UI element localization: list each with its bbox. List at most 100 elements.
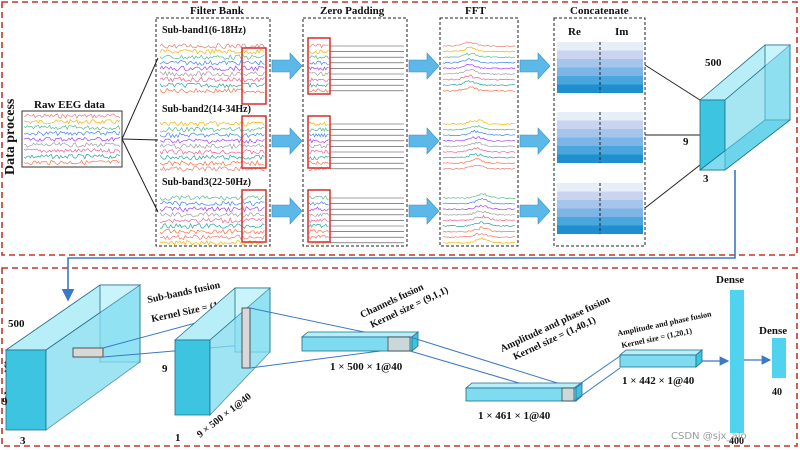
subband-trace — [159, 87, 265, 94]
zero-pad-trace — [308, 160, 329, 165]
zero-pad-trace — [308, 218, 329, 224]
zero-pad-trace — [308, 82, 329, 88]
zp3-highlight-box — [307, 189, 331, 243]
cls-input-dim-500: 500 — [8, 318, 25, 330]
zero-padding-traces — [308, 43, 329, 245]
fft-trace — [442, 141, 516, 148]
data-process-frame — [1, 1, 798, 256]
fm1-side — [209, 287, 271, 416]
zero-pad-trace — [308, 132, 329, 138]
subband-trace — [159, 217, 265, 224]
fft-trace — [442, 147, 516, 153]
zero-pad-trace — [308, 223, 329, 229]
arrow-fft-cat-3 — [519, 197, 551, 225]
fft-trace — [442, 41, 516, 47]
subband-trace — [159, 132, 265, 139]
fm1-front — [174, 339, 211, 416]
process-to-classifier-connector — [61, 170, 736, 302]
subband-trace — [159, 234, 265, 241]
subband-trace — [159, 65, 265, 72]
fm1-dim-9: 9 — [162, 363, 168, 375]
bar4-top — [618, 349, 704, 356]
zp1-highlight-box — [307, 37, 331, 95]
im-label: Im — [615, 26, 628, 38]
fft-traces — [442, 41, 516, 244]
subband-trace — [159, 138, 265, 144]
zp2-highlight-box — [307, 115, 331, 169]
fft-trace — [442, 158, 516, 165]
concat-stripe — [557, 146, 643, 155]
zero-pad-trace — [308, 234, 329, 240]
fft-trace — [442, 210, 516, 216]
arrow-zp-fft-1 — [408, 52, 440, 80]
subband-trace — [159, 126, 265, 133]
data-process-label: Data process — [3, 98, 18, 175]
zero-padding-frame — [302, 17, 408, 247]
raw-trace — [23, 148, 121, 154]
fft-trace — [442, 124, 516, 131]
raw-trace — [23, 124, 121, 131]
subband-trace — [159, 200, 265, 207]
tensor-dim-500: 500 — [705, 57, 722, 69]
shape3-label: 1 × 461 × 1@40 — [478, 410, 551, 422]
zero-pad-trace — [308, 206, 329, 212]
zero-padding-title: Zero Padding — [320, 5, 385, 17]
zero-padding-lines — [330, 45, 404, 244]
zero-pad-trace — [308, 143, 329, 149]
subband2-label: Sub-band2(14-34Hz) — [162, 104, 251, 115]
arrow-zp-fft-2 — [408, 127, 440, 155]
feature-bar-2 — [300, 331, 420, 352]
raw-to-subband2-line — [121, 138, 159, 141]
arrow-fb-zp-2 — [271, 127, 303, 155]
zero-pad-trace — [308, 66, 329, 71]
cls-input-front — [5, 349, 47, 431]
tensor-dim-3: 3 — [703, 173, 709, 185]
concat-stripe — [557, 76, 643, 85]
step4-proj-bottom — [573, 367, 621, 402]
zero-pad-trace — [308, 71, 329, 77]
subband-trace — [159, 70, 265, 78]
zero-pad-trace — [309, 43, 329, 49]
feature-map-1 — [173, 287, 272, 416]
concatenate-title: Concatenate — [570, 5, 629, 17]
dense1-layer — [730, 290, 744, 433]
concat-stripe — [557, 208, 643, 217]
raw-trace — [23, 136, 121, 142]
dense1-title: Dense — [716, 274, 744, 286]
fft-trace — [442, 232, 515, 239]
zero-pad-trace — [308, 60, 329, 66]
cls-input-side — [45, 284, 141, 431]
step2-proj-bottom — [249, 349, 389, 369]
fft-trace — [442, 136, 516, 142]
raw-trace — [23, 113, 121, 119]
re-label: Re — [568, 26, 581, 38]
fft-trace — [442, 164, 515, 170]
fft-trace — [442, 221, 516, 227]
zero-pad-trace — [308, 138, 329, 144]
classifier-input-block — [4, 284, 142, 431]
feature-bar-3 — [464, 382, 584, 402]
shape2-label: 1 × 500 × 1@40 — [330, 361, 403, 373]
arrow-fb-zp-1 — [271, 52, 303, 80]
subband-trace — [159, 59, 265, 66]
subband-trace — [159, 154, 265, 161]
zero-pad-trace — [308, 77, 329, 82]
tensor-front-right-face — [724, 44, 791, 171]
subband-trace — [159, 82, 265, 89]
subband-trace — [159, 149, 265, 155]
concat3-to-tensor-line — [644, 164, 701, 209]
arrow-zp-fft-3 — [408, 197, 440, 225]
bar2-end — [411, 331, 419, 352]
zero-pad-trace — [308, 212, 329, 218]
dense2-title: Dense — [759, 325, 787, 337]
concat-stripe — [557, 217, 643, 226]
bar4-front — [619, 354, 697, 368]
bar2-kernel — [387, 336, 411, 352]
subband3-traces — [159, 195, 265, 246]
subband-trace — [159, 159, 265, 167]
stage-arrows — [271, 52, 551, 225]
concat-stripe — [557, 67, 643, 76]
dense2-layer — [772, 338, 786, 378]
fft-trace — [442, 46, 516, 53]
step3-proj-top — [409, 336, 571, 388]
